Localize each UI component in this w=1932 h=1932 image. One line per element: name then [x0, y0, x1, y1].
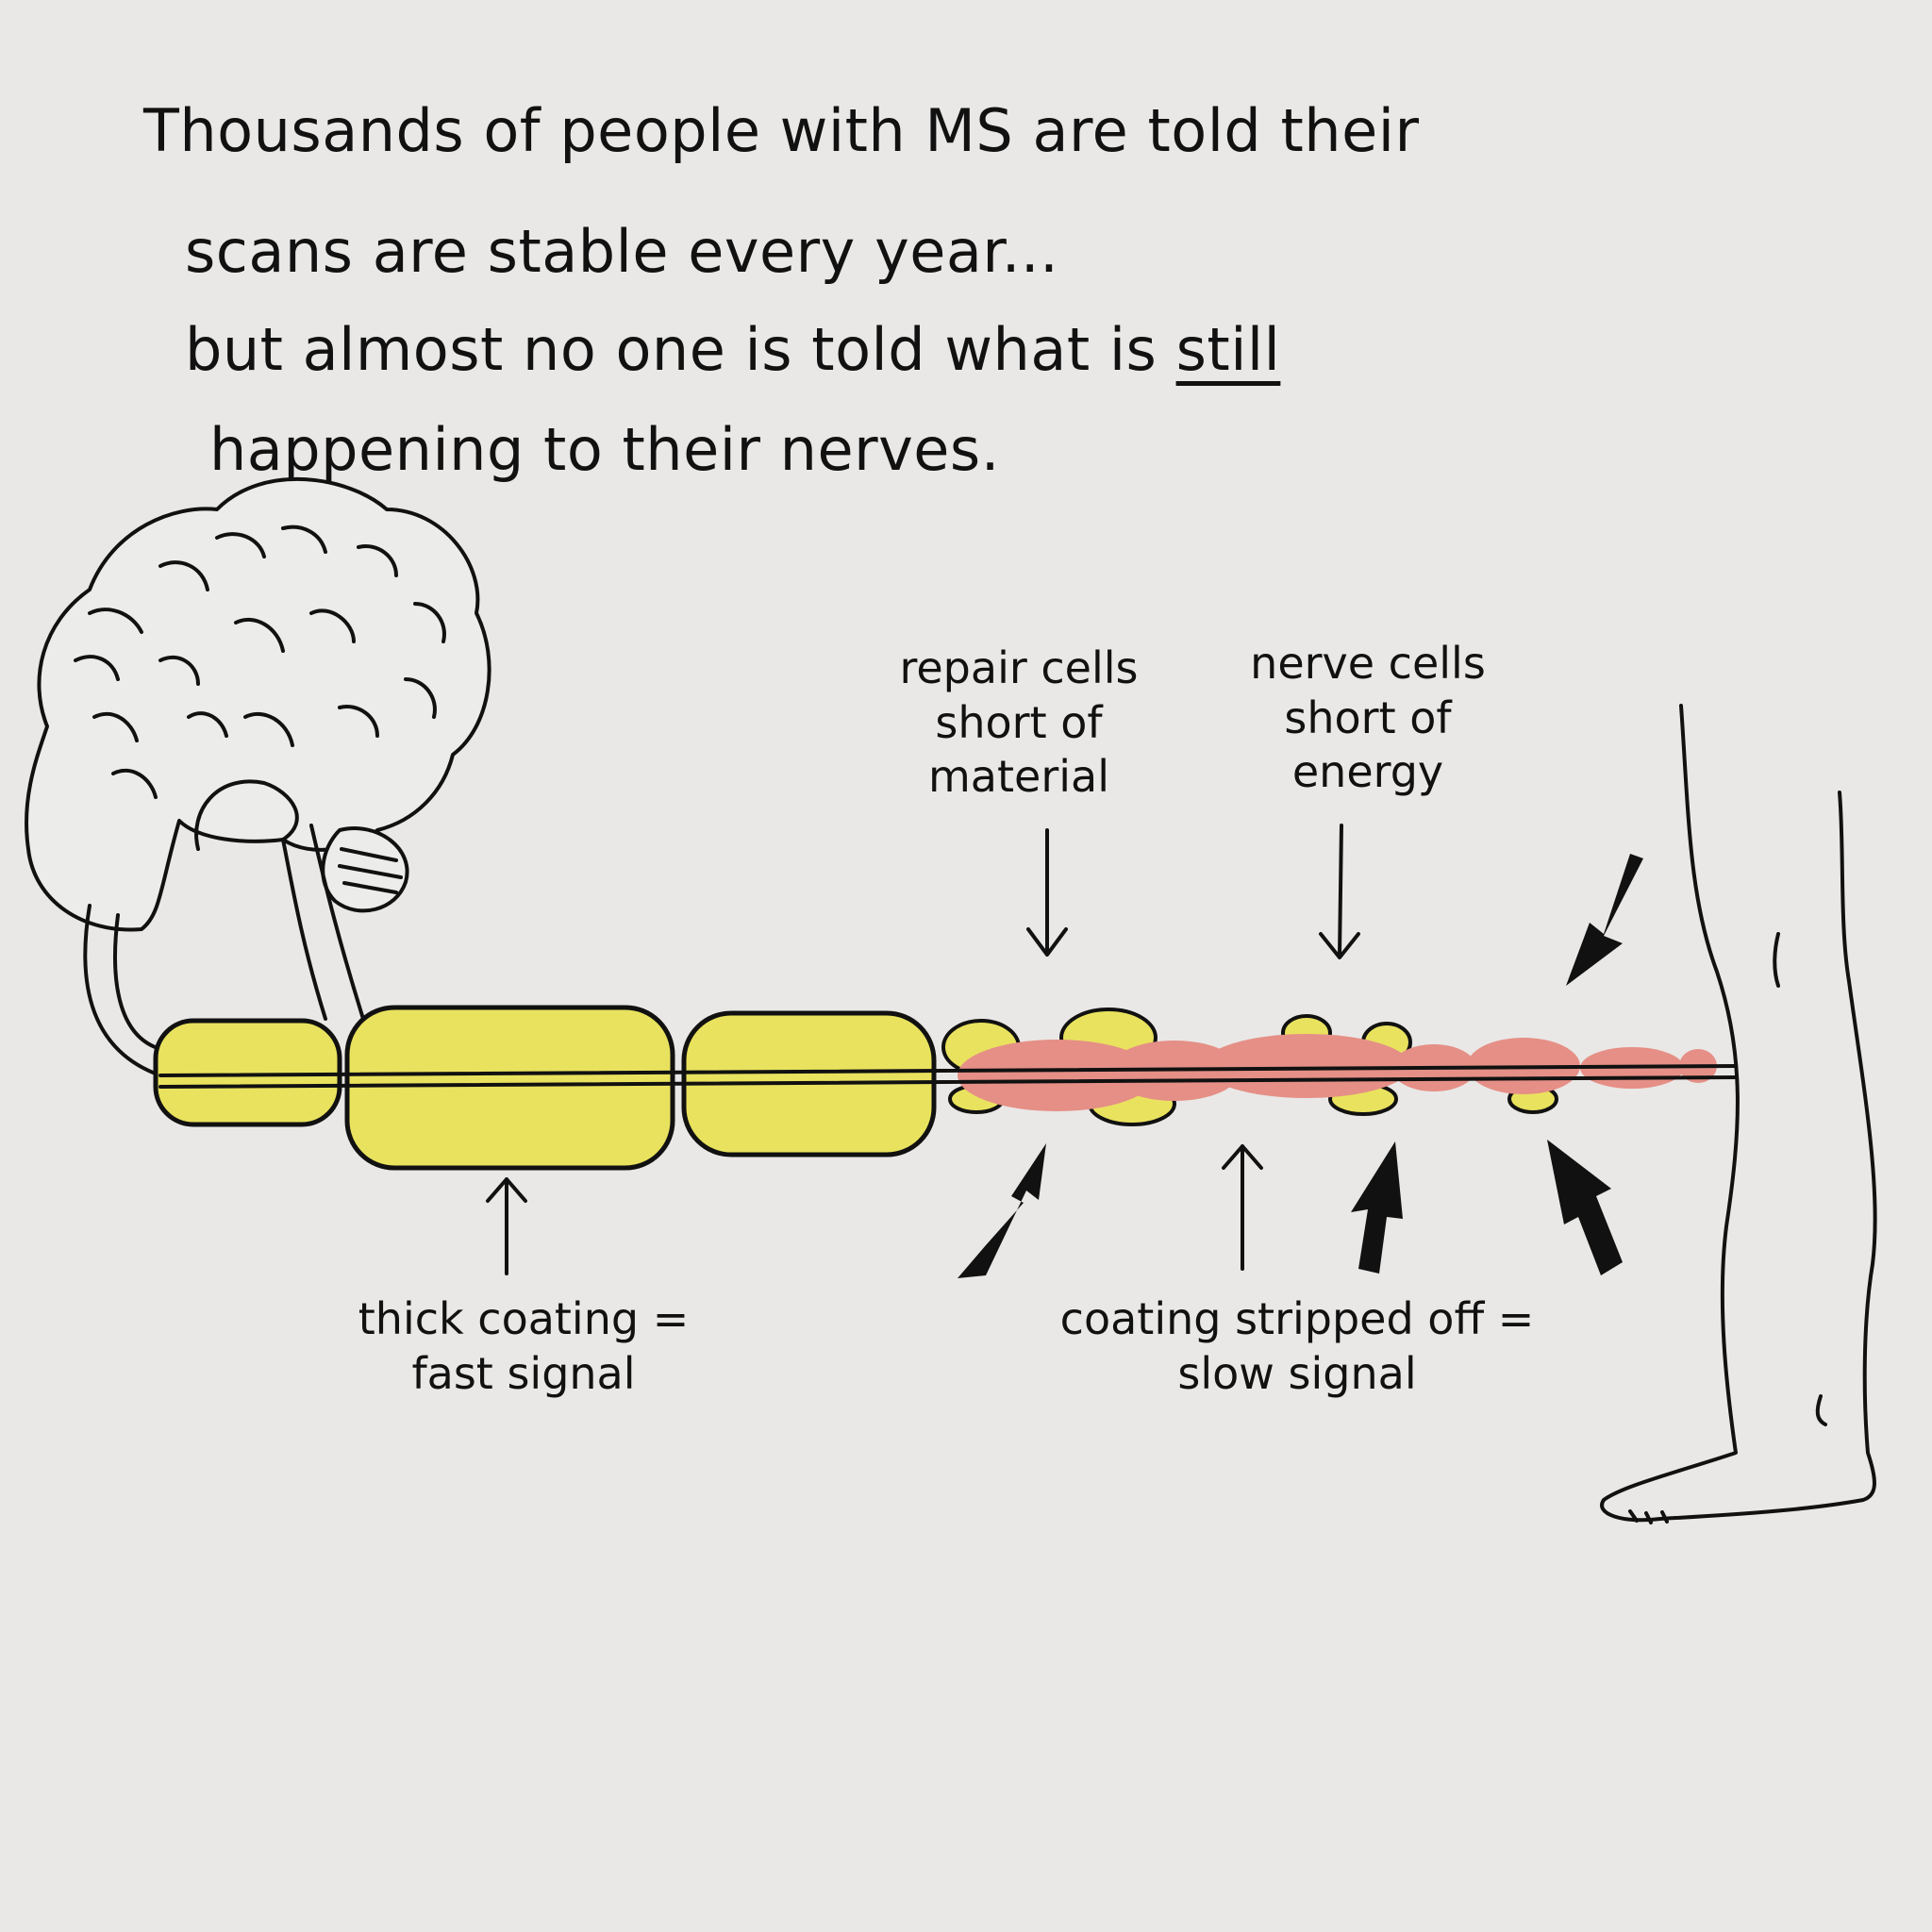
label-coating-stripped-line-2: slow signal [1177, 1347, 1417, 1399]
nerve-stem [83, 904, 162, 1077]
label-nerve-cells-line-2: short of [1284, 691, 1452, 743]
label-nerve-cells-line-1: nerve cells [1250, 638, 1486, 689]
down-arrow-icon [1026, 824, 1360, 959]
headline-line-1: Thousands of people with MS are told the… [143, 96, 1420, 165]
headline-line-2: scans are stable every year... [185, 217, 1059, 286]
label-thick-coating: thick coating = fast signal [325, 1292, 722, 1401]
axon [158, 1064, 1738, 1089]
label-coating-stripped: coating stripped off = slow signal [1033, 1292, 1561, 1401]
emphasis-still: still [1175, 315, 1281, 384]
label-nerve-cells: nerve cells short of energy [1226, 637, 1509, 800]
brain-icon [25, 476, 491, 1021]
up-arrow-icon [486, 1144, 1263, 1275]
label-thick-coating-line-1: thick coating = [358, 1293, 690, 1344]
label-nerve-cells-line-3: energy [1291, 746, 1444, 797]
label-repair-cells: repair cells short of material [891, 641, 1146, 805]
label-repair-cells-line-3: material [928, 751, 1109, 802]
headline-line-3: but almost no one is told what is still [185, 321, 1280, 379]
headline-line-3-text: but almost no one is told what is [185, 315, 1176, 384]
label-repair-cells-line-1: repair cells [899, 642, 1139, 693]
bold-attack-arrow-icon [958, 854, 1643, 1278]
label-coating-stripped-line-1: coating stripped off = [1059, 1293, 1535, 1344]
label-thick-coating-line-2: fast signal [411, 1347, 636, 1399]
headline-line-4: happening to their nerves. [209, 415, 1000, 484]
label-repair-cells-line-2: short of [935, 696, 1103, 748]
leg-icon [1600, 704, 1877, 1524]
